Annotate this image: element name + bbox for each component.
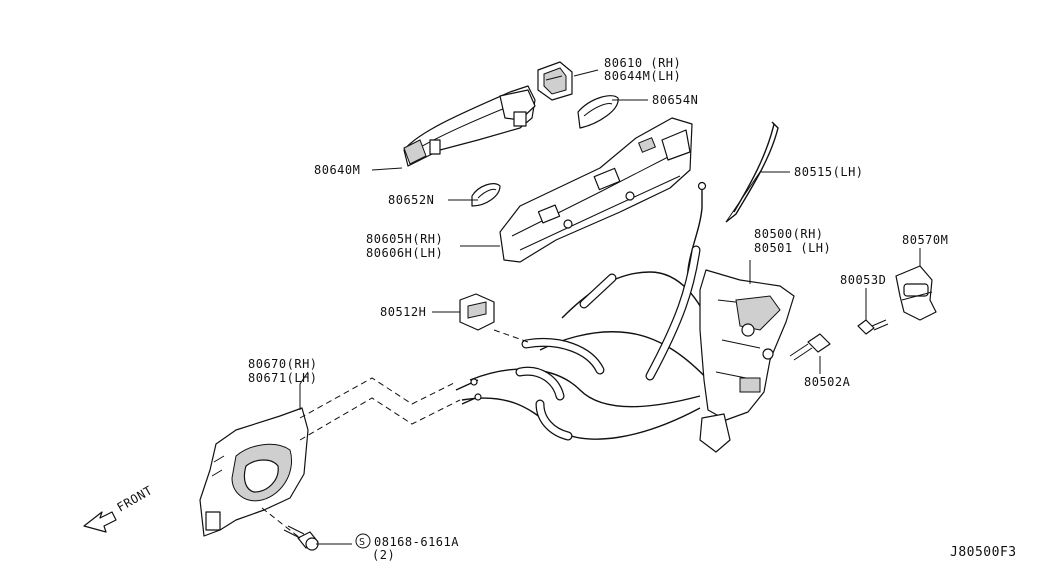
gasket-front-part	[471, 183, 501, 207]
leader-lines	[299, 69, 921, 545]
callout-80652n: 80652N	[388, 193, 434, 207]
callout-80512h: 80512H	[380, 305, 426, 319]
callout-80570m: 80570M	[902, 233, 948, 247]
callout-80053d: 80053D	[840, 273, 886, 287]
diagram-code: J80500F3	[950, 545, 1017, 560]
handle-bracket-part	[499, 117, 693, 263]
callout-80501: 80501 (LH)	[754, 241, 831, 255]
callout-80640m: 80640M	[314, 163, 360, 177]
callout-80610: 80610 (RH)	[604, 56, 681, 70]
callout-80605h: 80605H(RH)	[366, 232, 443, 246]
callout-80606h: 80606H(LH)	[366, 246, 443, 260]
screw-80502a-part	[789, 333, 831, 361]
callout-80644m: 80644M(LH)	[604, 69, 681, 83]
handle-cover-part	[537, 61, 573, 101]
door-lock-actuator-part	[699, 269, 795, 453]
screw-80053d-part	[857, 319, 889, 335]
callout-bolt-part-number: 08168-6161A	[374, 535, 459, 549]
callout-80515: 80515(LH)	[794, 165, 864, 179]
callout-80671: 80671(LH)	[248, 371, 318, 385]
callout-80500: 80500(RH)	[754, 227, 824, 241]
front-direction-arrow	[83, 511, 117, 533]
callout-bolt-quantity: (2)	[372, 548, 395, 562]
rod-connector-part	[459, 293, 495, 331]
inside-handle-part	[199, 407, 309, 537]
front-direction-label: FRONT	[115, 483, 155, 514]
bolt-symbol: S	[359, 537, 366, 548]
dashed-reference-lines	[261, 329, 529, 539]
bolt-symbol-circle	[355, 533, 371, 549]
lock-cables	[455, 181, 713, 441]
callout-80502a: 80502A	[804, 375, 851, 389]
callout-80654n: 80654N	[652, 93, 698, 107]
door-striker-part	[895, 265, 937, 321]
outside-handle-part	[403, 85, 536, 167]
bolt-part	[283, 525, 319, 551]
callout-80670: 80670(RH)	[248, 357, 318, 371]
gasket-rear-part	[577, 95, 619, 129]
